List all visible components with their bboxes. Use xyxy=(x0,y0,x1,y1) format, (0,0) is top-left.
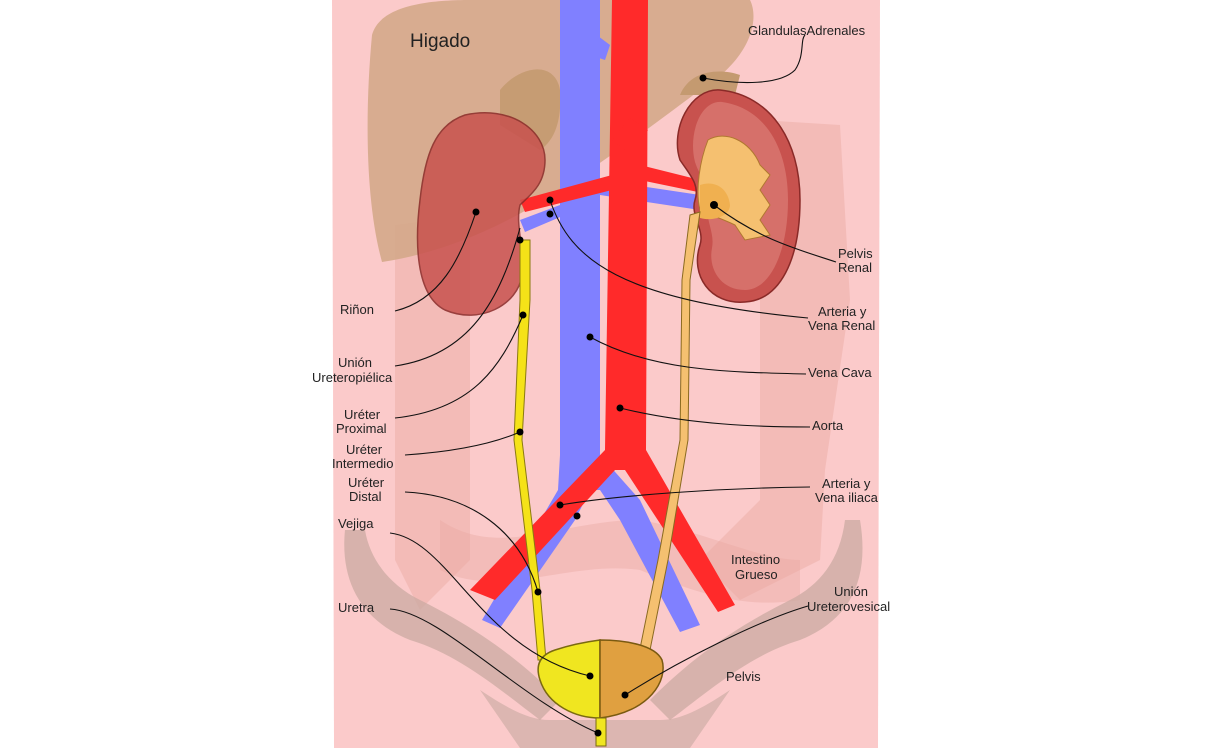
dot-rinon xyxy=(473,209,480,216)
label-iliaca-1: Arteria y xyxy=(822,476,871,491)
label-pelvis-renal-2: Renal xyxy=(838,260,872,275)
label-rinon: Riñon xyxy=(340,302,374,317)
label-ureter-inter-1: Uréter xyxy=(346,442,383,457)
label-iliaca-2: Vena iliaca xyxy=(815,490,879,505)
label-ureter-prox-1: Uréter xyxy=(344,407,381,422)
dot-ureter-prox xyxy=(520,312,527,319)
dot-arteria-renal xyxy=(547,197,554,204)
label-aorta: Aorta xyxy=(812,418,844,433)
dot-union-up xyxy=(517,237,524,244)
dot-iliaca-vein xyxy=(574,513,581,520)
label-higado: Higado xyxy=(410,31,470,52)
label-ureter-distal-2: Distal xyxy=(349,489,382,504)
dot-vejiga xyxy=(587,673,594,680)
label-ureter-prox-2: Proximal xyxy=(336,421,387,436)
label-intestino-1: Intestino xyxy=(731,552,780,567)
dot-ureter-inter xyxy=(517,429,524,436)
label-uretra: Uretra xyxy=(338,600,375,615)
label-union-up-1: Unión xyxy=(338,355,372,370)
dot-ureter-distal xyxy=(535,589,542,596)
dot-union-uv xyxy=(622,692,629,699)
label-glandulas: GlandulasAdrenales xyxy=(748,23,866,38)
dot-uretra xyxy=(595,730,602,737)
label-arteria-renal-2: Vena Renal xyxy=(808,318,875,333)
label-vejiga: Vejiga xyxy=(338,516,374,531)
label-pelvis-renal-1: Pelvis xyxy=(838,246,873,261)
dot-vena-cava xyxy=(587,334,594,341)
label-intestino-2: Grueso xyxy=(735,567,778,582)
label-arteria-renal-1: Arteria y xyxy=(818,304,867,319)
dot-arteria-renal-2 xyxy=(547,211,554,218)
label-ureter-inter-2: Intermedio xyxy=(332,456,393,471)
label-ureter-distal-1: Uréter xyxy=(348,475,385,490)
dot-pelvis-renal xyxy=(710,201,718,209)
label-union-up-2: Ureteropiélica xyxy=(312,370,393,385)
dot-iliaca-artery xyxy=(557,502,564,509)
dot-glandulas xyxy=(700,75,707,82)
label-union-uv-2: Ureterovesical xyxy=(807,599,890,614)
label-vena-cava: Vena Cava xyxy=(808,365,872,380)
dot-aorta xyxy=(617,405,624,412)
label-union-uv-1: Unión xyxy=(834,584,868,599)
label-pelvis: Pelvis xyxy=(726,669,761,684)
